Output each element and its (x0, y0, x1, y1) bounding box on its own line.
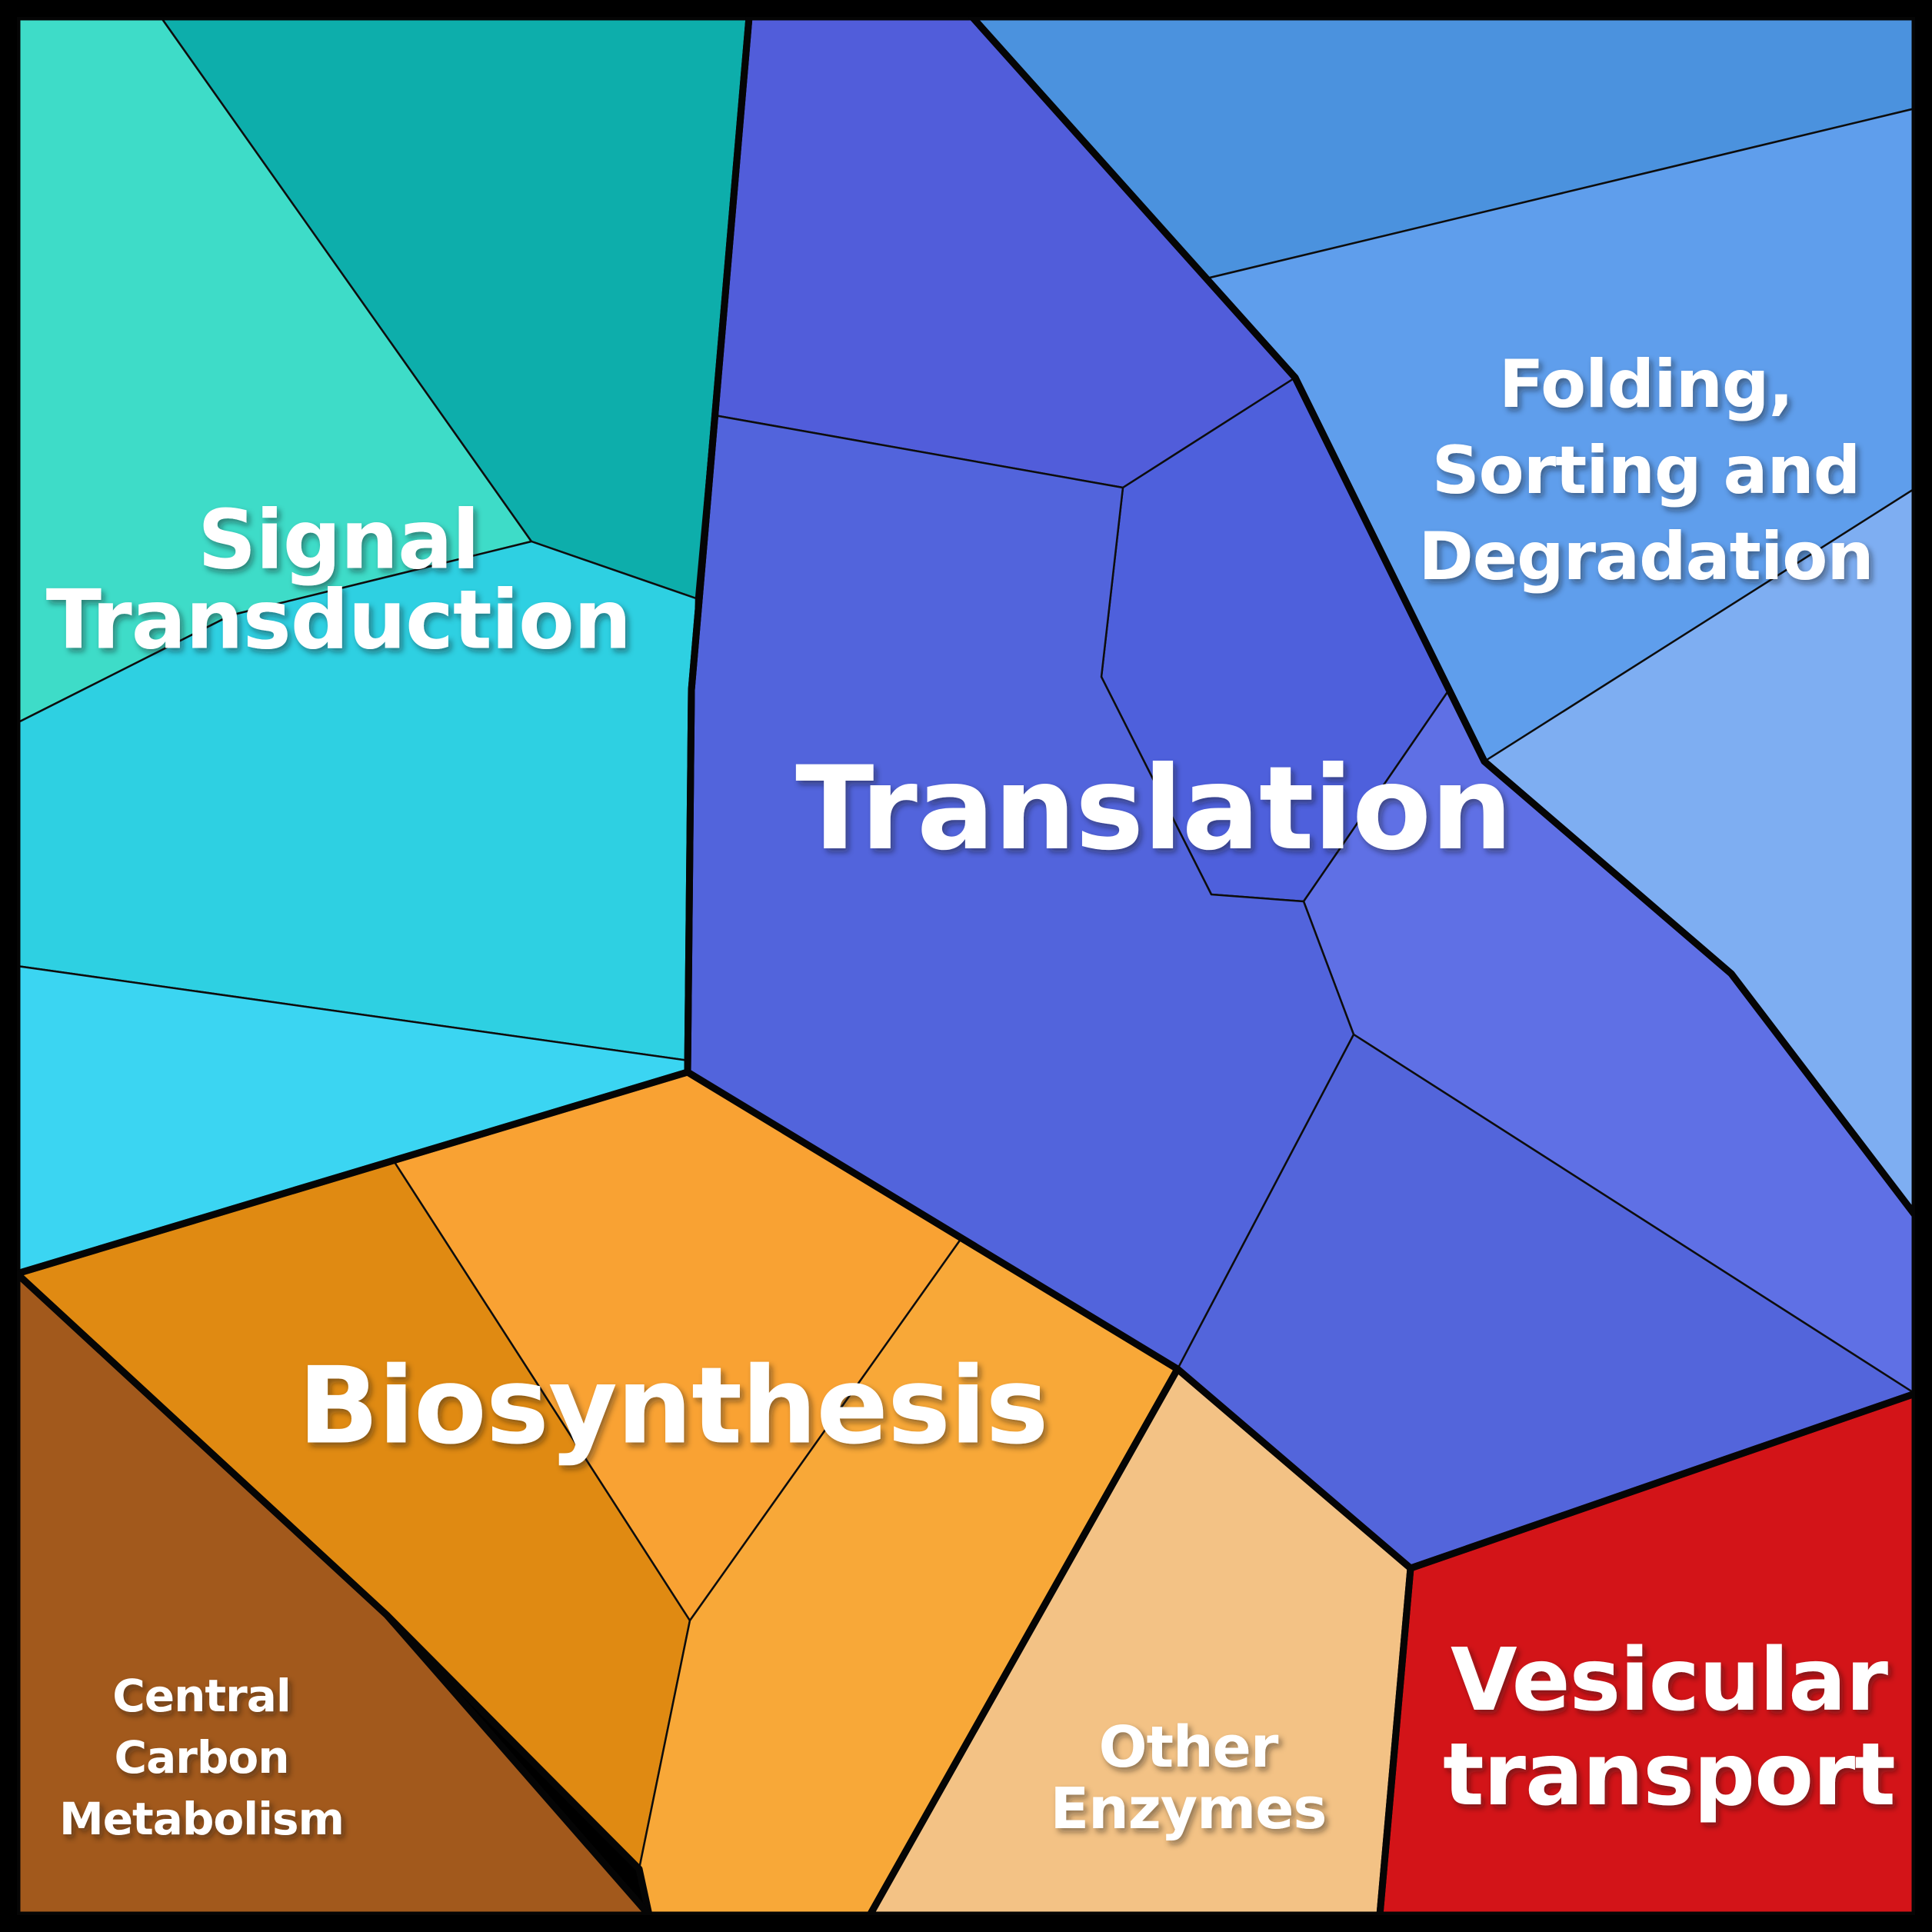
label-translation: Translation (795, 742, 1512, 876)
label-biosynthesis: Biosynthesis (298, 1344, 1048, 1468)
cells-layer (15, 15, 1917, 1917)
